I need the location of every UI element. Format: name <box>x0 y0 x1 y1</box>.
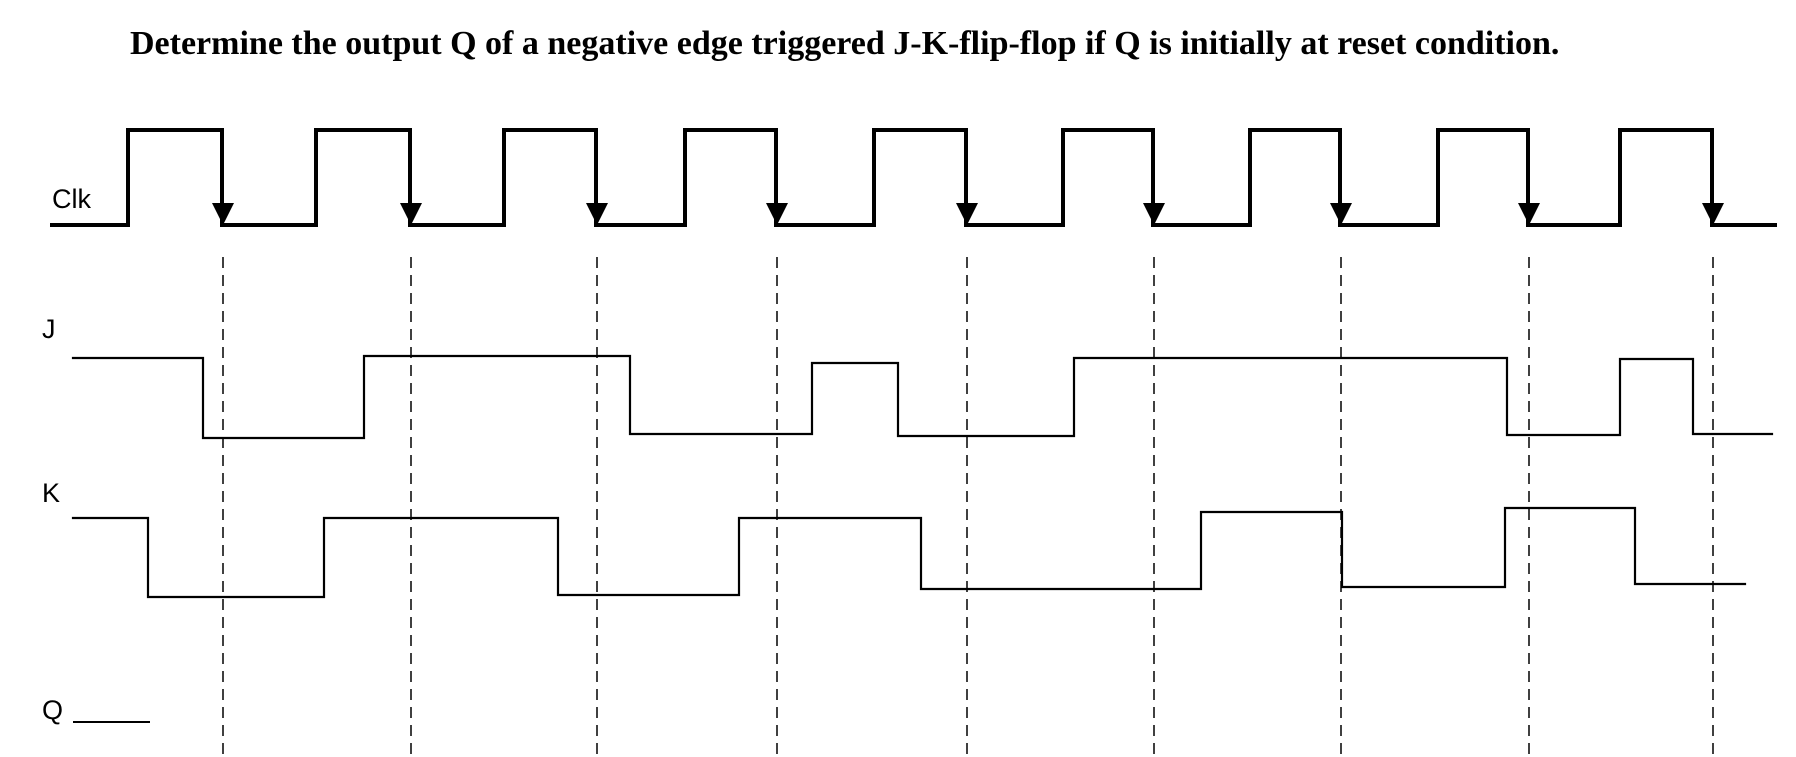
down-arrow-icon <box>1143 203 1165 225</box>
k-label: K <box>42 478 60 508</box>
down-arrow-icon <box>1702 203 1724 225</box>
clk-label: Clk <box>52 184 91 214</box>
down-arrow-icon <box>1518 203 1540 225</box>
k-waveform-group: K <box>42 478 1747 599</box>
falling-edge-guides <box>222 257 1714 757</box>
falling-edge-arrows <box>212 203 1724 225</box>
clk-waveform-group: Clk <box>50 128 1777 227</box>
down-arrow-icon <box>956 203 978 225</box>
q-waveform-group: Q <box>42 695 150 725</box>
clk-waveform <box>50 128 1777 227</box>
down-arrow-icon <box>766 203 788 225</box>
q-label: Q <box>42 695 63 725</box>
down-arrow-icon <box>1330 203 1352 225</box>
down-arrow-icon <box>586 203 608 225</box>
j-waveform-group: J <box>42 314 1774 440</box>
down-arrow-icon <box>212 203 234 225</box>
question-text: Determine the output Q of a negative edg… <box>130 25 1560 62</box>
down-arrow-icon <box>400 203 422 225</box>
j-label: J <box>42 314 56 344</box>
k-waveform <box>71 506 1747 599</box>
j-waveform <box>71 354 1774 440</box>
